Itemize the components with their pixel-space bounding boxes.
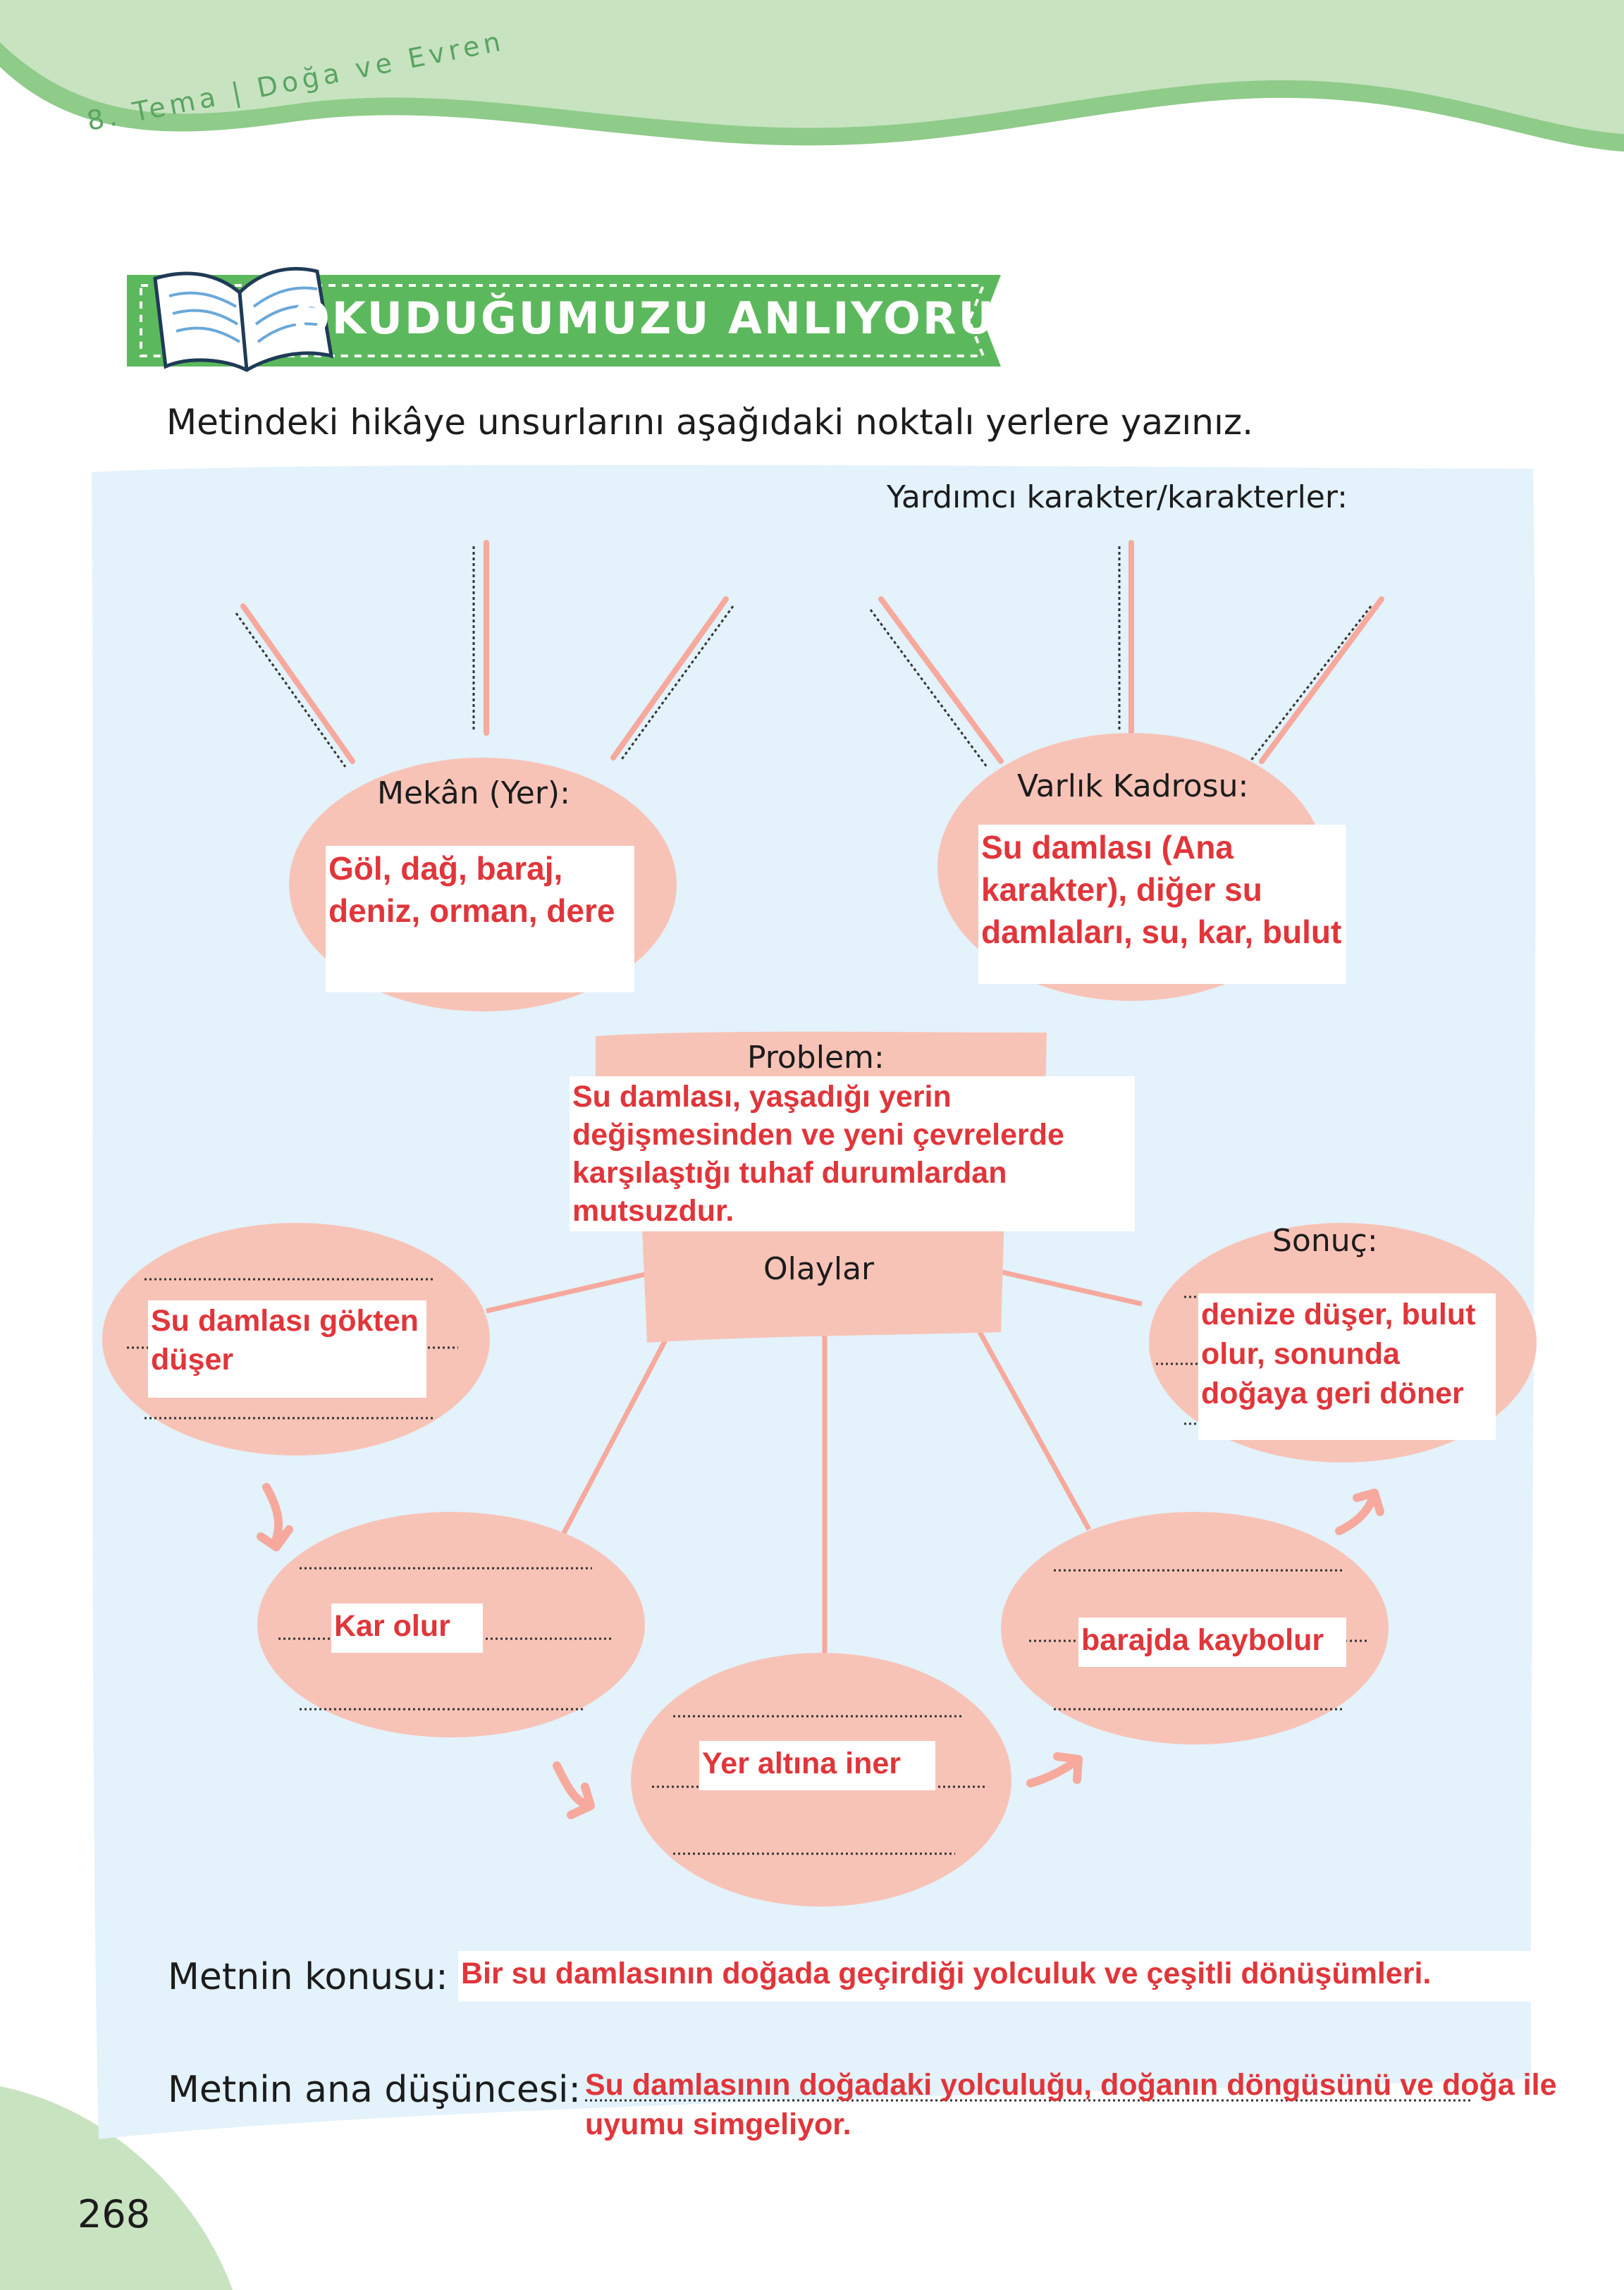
- events-label: Olaylar: [763, 1251, 875, 1287]
- problem-answer[interactable]: Su damlası, yaşadığı yerin değişmesinden…: [570, 1076, 1135, 1231]
- result-answer[interactable]: denize düşer, bulut olur, sonunda doğaya…: [1198, 1293, 1496, 1440]
- main-idea-label: Metnin ana düşüncesi:: [168, 2069, 581, 2111]
- topic-answer[interactable]: Bir su damlasının doğada geçirdiği yolcu…: [458, 1951, 1533, 2002]
- place-answer[interactable]: Göl, dağ, baraj, deniz, orman, dere: [326, 846, 634, 992]
- helper-characters-label: Yardımcı karakter/karakterler:: [887, 479, 1348, 515]
- section-title: OKUDUĞUMUZU ANLIYORUZ: [293, 293, 1030, 344]
- topic-label: Metnin konusu: .: [168, 1956, 472, 1998]
- cast-label: Varlık Kadrosu:: [1017, 768, 1249, 804]
- cast-answer[interactable]: Su damlası (Ana karakter), diğer su daml…: [978, 825, 1346, 984]
- event-answer-3[interactable]: Yer altına iner: [699, 1741, 935, 1790]
- main-idea-answer[interactable]: Su damlasının doğadaki yolculuğu, doğanı…: [585, 2068, 1557, 2141]
- page-number: 268: [78, 2192, 151, 2236]
- event-answer-4[interactable]: barajda kaybolur: [1078, 1618, 1346, 1667]
- open-book-icon: [153, 266, 334, 372]
- event-answer-1[interactable]: Su damlası gökten düşer: [148, 1300, 426, 1398]
- event-answer-2[interactable]: Kar olur: [331, 1603, 483, 1653]
- place-label: Mekân (Yer):: [377, 775, 570, 811]
- result-label: Sonuç:: [1272, 1223, 1378, 1259]
- instruction-text: Metindeki hikâye unsurlarını aşağıdaki n…: [166, 402, 1253, 443]
- section-banner: [127, 275, 1001, 367]
- problem-label: Problem:: [747, 1040, 885, 1076]
- flow-arrows: [257, 1483, 1384, 1819]
